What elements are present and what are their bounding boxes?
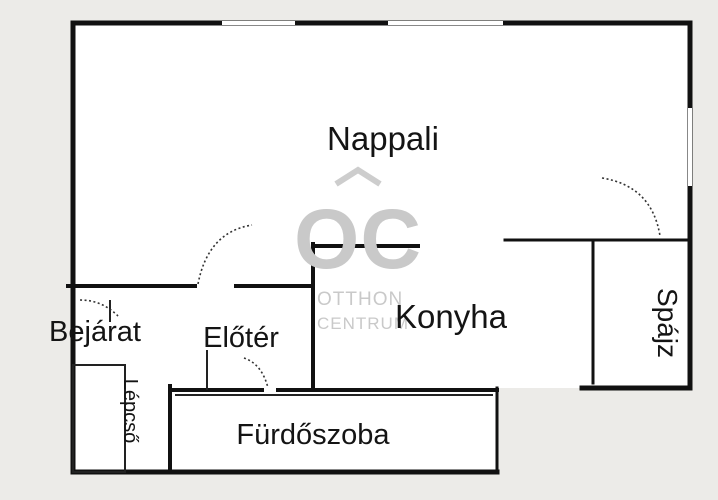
windows xyxy=(222,21,692,186)
room-label-lepcso: Lépcső xyxy=(119,379,141,444)
door-swings xyxy=(79,177,661,389)
room-label-nappali: Nappali xyxy=(327,120,439,157)
watermark-roof-icon xyxy=(334,166,382,187)
watermark-line1: OTTHON xyxy=(317,289,403,310)
room-label-bejarat: Bejárat xyxy=(49,316,141,348)
watermark-logo: OC xyxy=(294,192,422,286)
room-label-spajz: Spájz xyxy=(652,288,683,358)
room-label-furdoszoba: Fürdőszoba xyxy=(236,419,390,451)
detail-lines xyxy=(72,300,493,473)
watermark: OC OTTHON CENTRUM xyxy=(294,166,422,333)
interior-walls xyxy=(66,238,689,474)
room-label-eloter: Előtér xyxy=(203,322,279,354)
room-label-konyha: Konyha xyxy=(395,298,508,335)
outer-walls xyxy=(70,20,693,475)
room-labels: Nappali Konyha Spájz Bejárat Előtér Lépc… xyxy=(49,120,683,451)
watermark-line2: CENTRUM xyxy=(317,314,409,333)
